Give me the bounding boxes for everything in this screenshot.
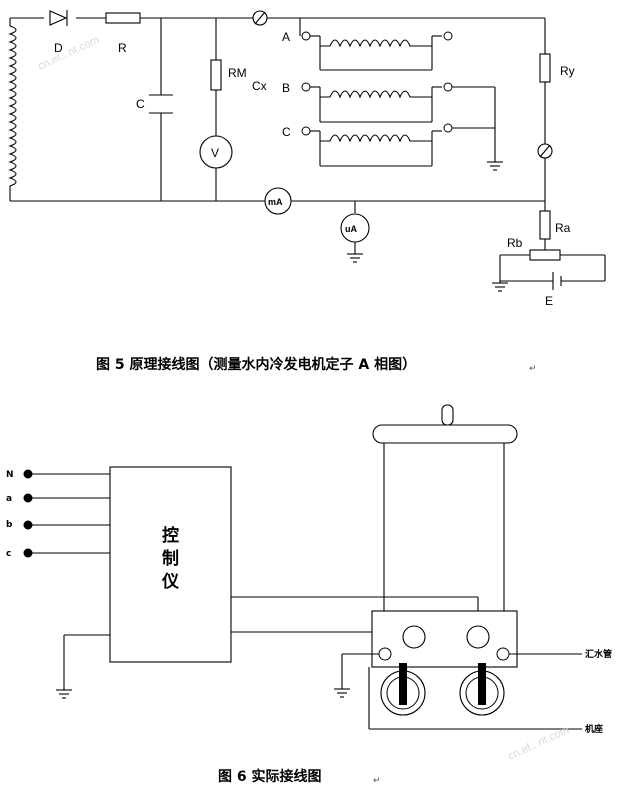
phase-a-winding <box>310 35 442 71</box>
controller-label-1: 控 <box>162 525 179 546</box>
switch-top <box>252 10 268 26</box>
ground-icon <box>56 689 72 699</box>
ground-icon <box>487 161 503 171</box>
insulator-bushing <box>372 404 518 611</box>
controller-label-2: 制 <box>162 548 179 569</box>
diode-symbol <box>44 10 76 26</box>
junction-box <box>371 610 518 668</box>
battery-e-label: E <box>545 294 553 308</box>
capacitor-c-label: C <box>136 97 145 111</box>
cx-label: Cx <box>252 79 267 93</box>
watermark: cn.ef...nt.com <box>506 724 571 763</box>
controller-label-3: 仪 <box>161 572 180 592</box>
phase-b-winding <box>310 86 442 123</box>
phase-a-label: A <box>282 30 290 44</box>
switch-right <box>537 143 553 159</box>
terminal-post-right <box>459 663 505 716</box>
resistor-rm-label: RM <box>228 66 247 80</box>
voltmeter-label: V <box>211 146 219 160</box>
manifold-label: 汇水管 <box>585 648 612 660</box>
ground-icon <box>347 253 363 263</box>
capacitor-c <box>149 18 173 201</box>
generator-coil <box>8 18 17 201</box>
milliammeter-circle <box>264 187 292 215</box>
phase-c-winding <box>310 130 442 167</box>
resistor-r <box>105 12 141 24</box>
terminal-dots <box>23 469 33 558</box>
terminal-post-left <box>380 663 426 716</box>
terminal-c-label: c <box>6 549 11 559</box>
diode-label: D <box>54 41 63 55</box>
resistor-rb-label: Rb <box>507 236 523 250</box>
frame-label: 机座 <box>585 723 603 735</box>
phase-c-label: C <box>282 125 291 139</box>
return-mark-icon: ↵ <box>373 776 381 786</box>
resistor-r-label: R <box>118 41 127 55</box>
resistor-ra <box>539 210 551 240</box>
resistor-ry-label: Ry <box>560 64 575 78</box>
resistor-rm <box>210 59 222 91</box>
terminal-n-label: N <box>6 470 14 480</box>
figure5-circuit: D R C V RM Cx A <box>8 10 606 308</box>
figure6-caption: 图 6 实际接线图 <box>218 768 322 785</box>
phase-b-label: B <box>282 81 290 95</box>
terminal-b-label: b <box>6 520 13 530</box>
resistor-rb <box>529 249 561 261</box>
figure6-wiring: N a b c 控 制 仪 <box>6 404 612 735</box>
resistor-ra-label: Ra <box>555 221 571 235</box>
microammeter-label: uA <box>345 224 357 234</box>
return-mark-icon: ↵ <box>529 364 537 374</box>
terminal-a-label: a <box>6 494 12 504</box>
controller-box <box>109 466 232 663</box>
ground-icon <box>492 282 508 292</box>
resistor-ry <box>539 53 551 83</box>
milliammeter-label: mA <box>268 197 283 207</box>
watermark: cn.ef...nt.com <box>36 34 101 73</box>
ground-icon <box>334 688 350 698</box>
figure5-caption: 图 5 原理接线图（测量水内冷发电机定子 A 相图） <box>96 356 416 373</box>
